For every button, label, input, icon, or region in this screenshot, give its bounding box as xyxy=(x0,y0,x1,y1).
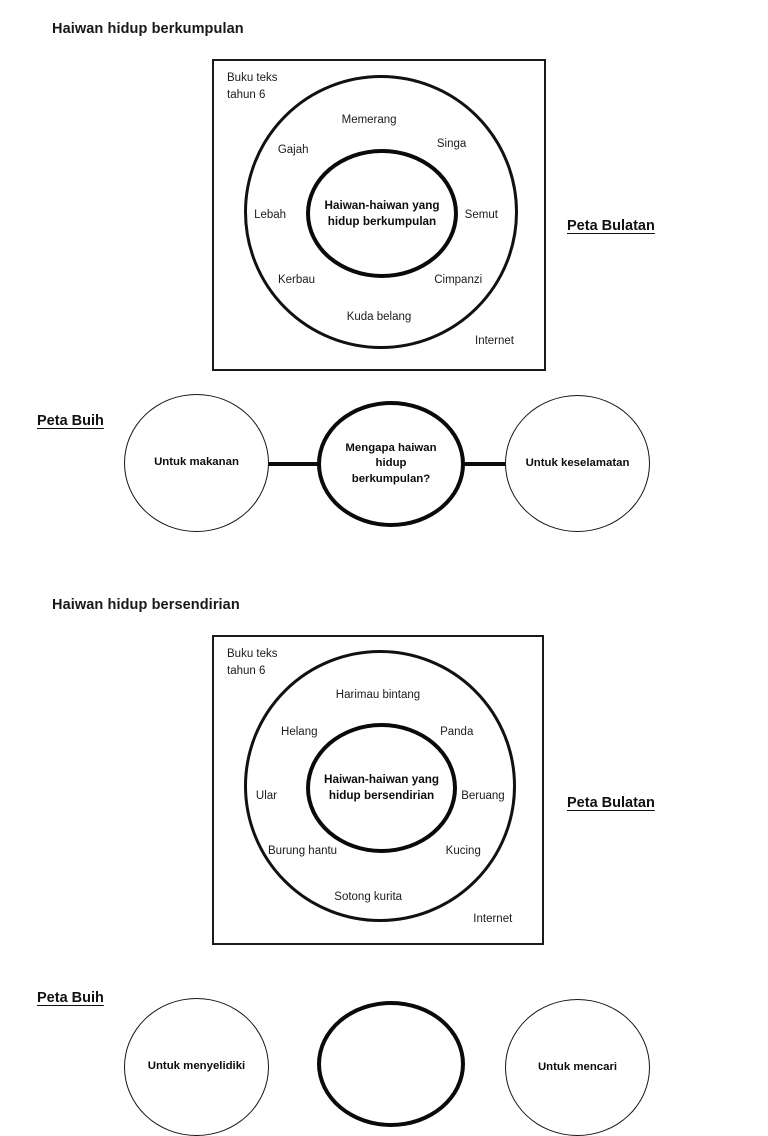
bubble-center-label-1: Mengapa haiwan hidup berkumpulan? xyxy=(345,441,437,485)
bubble-center-2 xyxy=(317,1001,465,1127)
bubble-left-label-1: Untuk makanan xyxy=(154,456,239,469)
section-heading-2: Haiwan hidup bersendirian xyxy=(52,597,240,613)
ring-item: Lebah xyxy=(254,209,287,221)
ring-item: Cimpanzi xyxy=(434,273,483,286)
ring-item: Kucing xyxy=(445,845,481,858)
ring-item: Gajah xyxy=(277,144,309,157)
ring-item: Memerang xyxy=(341,113,397,126)
bubble-right-label-2: Untuk mencari xyxy=(537,1060,618,1073)
ring-item: Internet xyxy=(475,335,514,348)
inner-circle-1: Haiwan-haiwan yang hidup berkumpulan xyxy=(306,149,458,278)
inner-circle-label-1: Haiwan-haiwan yang hidup berkumpulan xyxy=(324,198,440,228)
source-label-2: Buku teks tahun 6 xyxy=(227,648,278,677)
ring-item: Singa xyxy=(436,138,467,151)
ring-item: Helang xyxy=(281,725,318,738)
bubble-left-1: Untuk makanan xyxy=(124,394,269,532)
bubble-connector-left xyxy=(258,462,328,466)
ring-item: Harimau bintang xyxy=(335,689,421,702)
bubble-left-2: Untuk menyelidiki xyxy=(124,998,269,1136)
map-type-label-bulatan-1: Peta Bulatan xyxy=(567,218,655,234)
document-page: Haiwan hidup berkumpulan Buku teks tahun… xyxy=(37,21,655,1136)
map-type-label-bulatan-2: Peta Bulatan xyxy=(567,795,655,811)
bubble-center-1: Mengapa haiwan hidup berkumpulan? xyxy=(317,401,465,527)
map-type-label-buih-2: Peta Buih xyxy=(37,990,104,1006)
bubble-left-label-2: Untuk menyelidiki xyxy=(147,1060,246,1073)
ring-item: Kuda belang xyxy=(346,310,412,323)
inner-circle-label-2: Haiwan-haiwan yang hidup bersendirian xyxy=(324,773,439,802)
bubble-right-label-1: Untuk keselamatan xyxy=(525,456,630,469)
ring-item: Sotong kurita xyxy=(334,891,403,904)
map-type-label-buih-1: Peta Buih xyxy=(37,413,104,429)
source-label-1: Buku teks tahun 6 xyxy=(227,72,278,101)
outer-ring-2 xyxy=(244,650,516,922)
circle-map-1: Buku teks tahun 6 Haiwan-haiwan yang hid… xyxy=(212,59,546,371)
ring-item: Ular xyxy=(255,790,278,803)
bubble-right-1: Untuk keselamatan xyxy=(505,395,650,532)
ring-item: Kerbau xyxy=(277,273,316,286)
inner-circle-2: Haiwan-haiwan yang hidup bersendirian xyxy=(306,723,457,853)
ring-item: Semut xyxy=(464,209,498,221)
ring-item: Beruang xyxy=(461,790,505,803)
circle-map-2: Buku teks tahun 6 Haiwan-haiwan yang hid… xyxy=(212,635,544,945)
section-heading-1: Haiwan hidup berkumpulan xyxy=(52,21,244,37)
bubble-connector-right xyxy=(455,462,515,466)
bubble-right-2: Untuk mencari xyxy=(505,999,650,1136)
ring-item: Panda xyxy=(440,725,474,738)
outer-ring-1 xyxy=(244,75,518,349)
ring-item: Internet xyxy=(473,912,513,925)
ring-item: Burung hantu xyxy=(268,845,338,858)
